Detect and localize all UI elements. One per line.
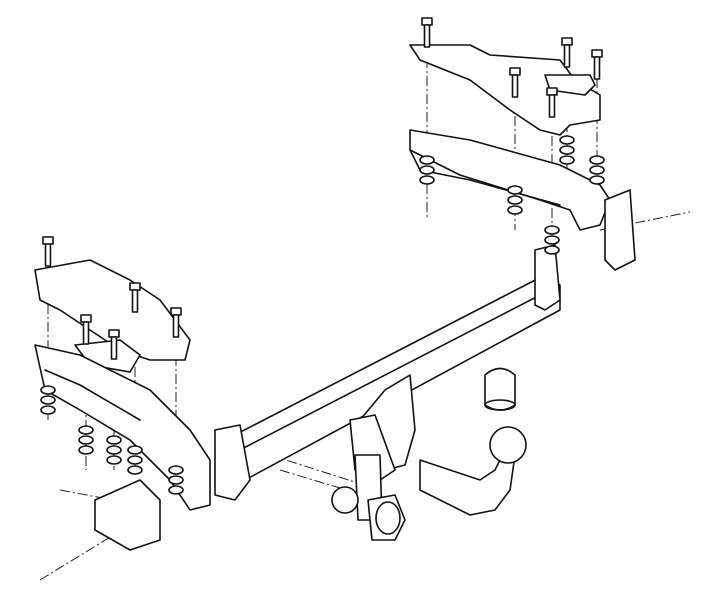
left-side-rail bbox=[34, 344, 211, 511]
washer-icon bbox=[40, 395, 56, 405]
right-mounting-plate bbox=[409, 44, 601, 136]
washer-icon bbox=[544, 225, 560, 235]
washer-icon bbox=[544, 235, 560, 245]
nut-icon bbox=[507, 205, 523, 215]
bolt-icon bbox=[591, 49, 603, 80]
left-end-bracket bbox=[94, 479, 161, 551]
nut-icon bbox=[168, 485, 184, 495]
washer-icon bbox=[127, 455, 143, 465]
bolt-icon bbox=[80, 314, 92, 345]
washer-icon bbox=[40, 385, 56, 395]
nut-icon bbox=[78, 445, 94, 455]
tow-ball-neck bbox=[419, 426, 527, 516]
washer-icon bbox=[78, 435, 94, 445]
bolt-icon bbox=[509, 67, 521, 98]
washer-icon bbox=[559, 145, 575, 155]
bolt-icon bbox=[170, 307, 182, 338]
washer-icon bbox=[589, 165, 605, 175]
washer-icon bbox=[507, 185, 523, 195]
bolt-icon bbox=[108, 329, 120, 360]
washer-icon bbox=[419, 155, 435, 165]
right-end-bracket bbox=[604, 189, 636, 271]
washer-icon bbox=[106, 435, 122, 445]
electrical-socket bbox=[367, 494, 406, 541]
washer-icon bbox=[559, 135, 575, 145]
bolt-icon bbox=[129, 282, 141, 313]
washer-icon bbox=[589, 155, 605, 165]
nut-icon bbox=[106, 455, 122, 465]
washer-icon bbox=[127, 445, 143, 455]
cross-beam bbox=[214, 244, 561, 501]
nut-icon bbox=[589, 175, 605, 185]
bolt-icon bbox=[561, 37, 573, 68]
right-side-rail bbox=[409, 129, 611, 231]
washer-icon bbox=[507, 195, 523, 205]
nut-stacks bbox=[40, 135, 605, 495]
bolts bbox=[42, 17, 603, 360]
bolt-icon bbox=[42, 236, 54, 267]
washer-icon bbox=[168, 475, 184, 485]
washer-icon bbox=[106, 445, 122, 455]
bolt-icon bbox=[546, 87, 558, 118]
washer-icon bbox=[419, 165, 435, 175]
washer-icon bbox=[168, 465, 184, 475]
washer-icon bbox=[78, 425, 94, 435]
nut-icon bbox=[127, 465, 143, 475]
nut-icon bbox=[559, 155, 575, 165]
bolt-icon bbox=[421, 17, 433, 48]
nut-icon bbox=[40, 405, 56, 415]
nut-icon bbox=[419, 175, 435, 185]
nut-icon bbox=[544, 245, 560, 255]
tow-ball-cover bbox=[484, 367, 516, 411]
